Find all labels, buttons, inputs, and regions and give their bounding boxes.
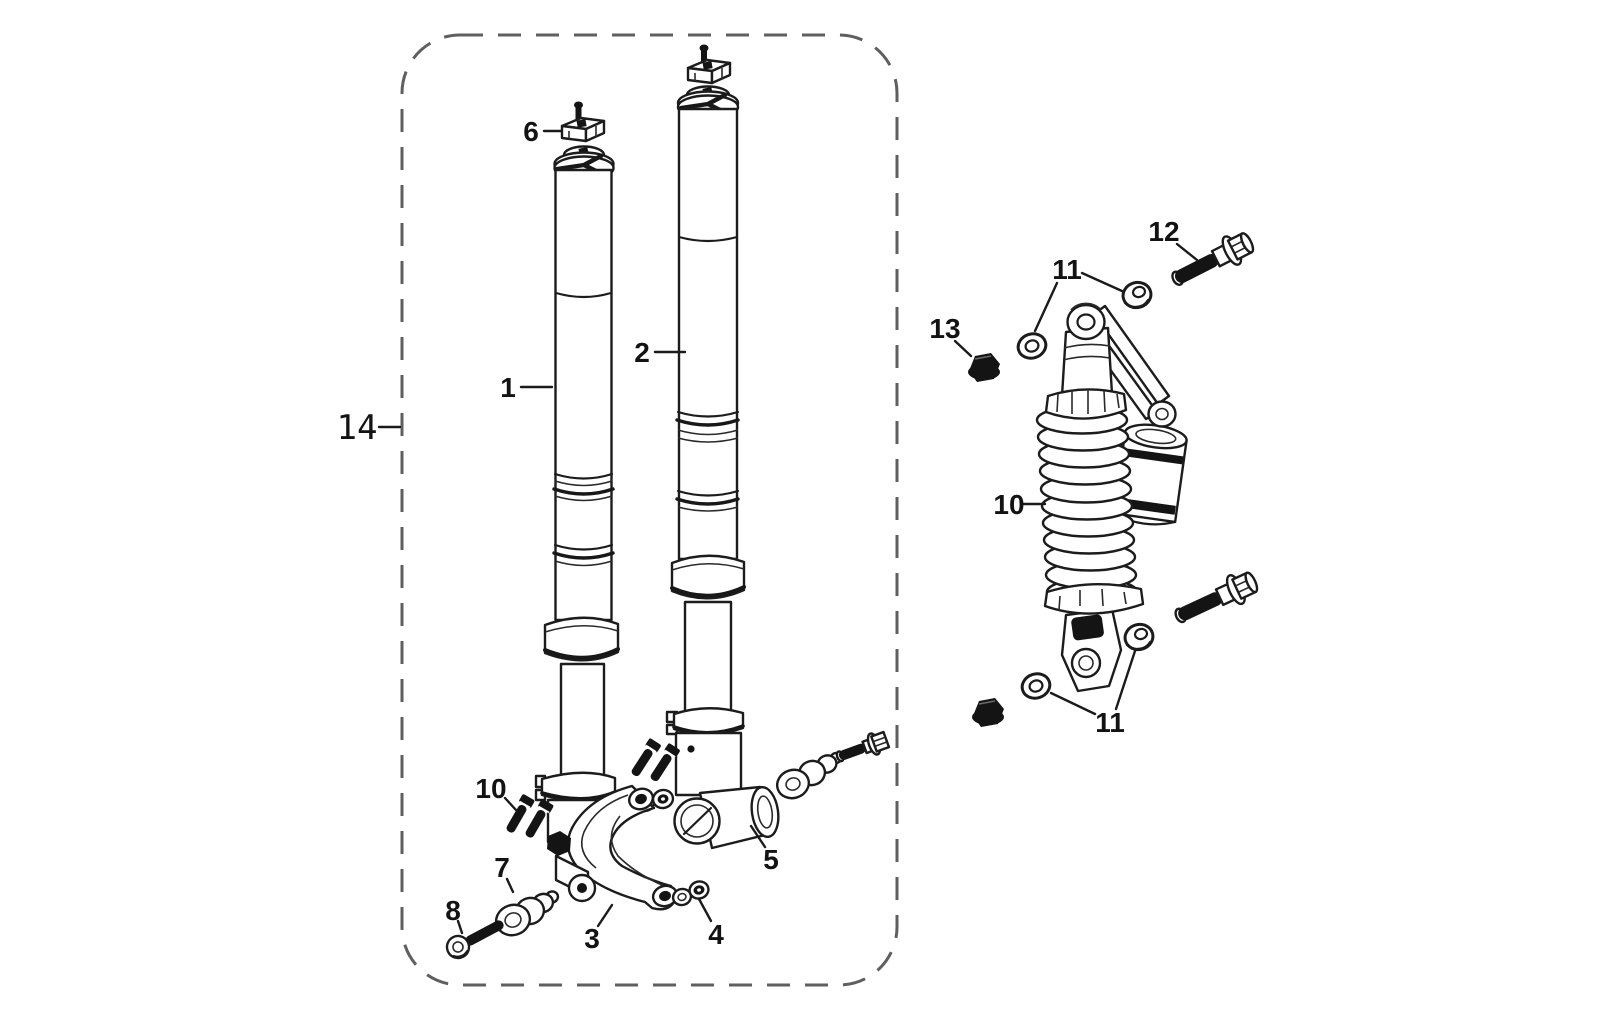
leader-11-lower-a xyxy=(1114,649,1137,711)
callout-7: 7 xyxy=(494,852,510,883)
callout-12: 12 xyxy=(1148,216,1179,247)
shock-spring xyxy=(1035,405,1139,607)
cable-clamp-left xyxy=(560,101,606,143)
leader-13 xyxy=(953,339,973,358)
leader-5 xyxy=(749,824,767,849)
assembly-group-dashed-box xyxy=(400,33,899,987)
washer-lower-right xyxy=(1123,622,1155,652)
washer-upper-right xyxy=(1121,280,1153,310)
axle-bolt-right xyxy=(835,730,891,763)
fork-inner-tube-left xyxy=(559,662,606,778)
mount-bolt-upper xyxy=(1171,232,1255,287)
callout-13: 13 xyxy=(929,313,960,344)
callout-2: 2 xyxy=(634,337,650,368)
pivot-bushing xyxy=(494,890,560,937)
fork-leg-left xyxy=(534,101,620,847)
callout-6: 6 xyxy=(523,116,539,147)
fork-leg-right xyxy=(665,44,780,850)
callout-1: 1 xyxy=(500,372,516,403)
fork-slider-right xyxy=(665,707,745,797)
axle-bushing-right xyxy=(775,751,843,800)
callout-10-shock: 10 xyxy=(993,489,1024,520)
pivot-nut xyxy=(547,831,571,856)
leader-3 xyxy=(596,903,614,928)
shock-clevis xyxy=(1060,607,1123,693)
callout-14: 14 xyxy=(337,408,378,448)
callout-11-upper: 11 xyxy=(1052,254,1082,285)
shock-absorber xyxy=(1035,302,1188,693)
washer-upper-left xyxy=(1016,332,1048,360)
callout-5: 5 xyxy=(763,844,779,875)
fork-upper-tube-right xyxy=(677,107,739,561)
shock-top-eyelet xyxy=(1066,302,1106,341)
callout-10-fork: 10 xyxy=(475,773,506,804)
clamp-bolt-pair-left xyxy=(506,794,554,838)
leader-4 xyxy=(697,897,713,923)
leader-12 xyxy=(1175,242,1199,262)
flange-nut-lower xyxy=(972,698,1004,727)
shock-adjuster-collar xyxy=(1044,388,1128,420)
flange-nut-upper xyxy=(968,353,1000,382)
shock-reservoir xyxy=(1112,423,1188,526)
callout-8: 8 xyxy=(445,895,461,926)
leader-11-lower-b xyxy=(1049,691,1097,716)
leader-8 xyxy=(456,919,464,935)
fork-upper-tube-left xyxy=(554,168,613,622)
fork-inner-tube-right xyxy=(683,600,733,716)
socket-bolt xyxy=(445,920,504,960)
leader-11-upper-a xyxy=(1033,281,1059,333)
washer-lower-left xyxy=(1020,672,1052,700)
fork-collar-right xyxy=(670,554,746,600)
cable-clamp-right xyxy=(686,44,732,85)
shock-spring-seat-bottom xyxy=(1043,583,1145,615)
bracket-washer-nut xyxy=(671,880,710,907)
callout-3: 3 xyxy=(584,923,600,954)
leader-7 xyxy=(505,877,515,894)
mount-bolt-lower xyxy=(1174,571,1259,624)
leader-11-upper-b xyxy=(1080,271,1124,293)
leader-10-fork xyxy=(503,796,518,812)
axle-bracket xyxy=(547,784,679,911)
fork-collar-left xyxy=(543,616,620,662)
callout-4: 4 xyxy=(708,919,724,950)
callouts: 14 1 2 6 10 7 8 3 4 5 10 11 12 13 11 xyxy=(337,116,1199,954)
callout-11-lower: 11 xyxy=(1095,707,1125,738)
